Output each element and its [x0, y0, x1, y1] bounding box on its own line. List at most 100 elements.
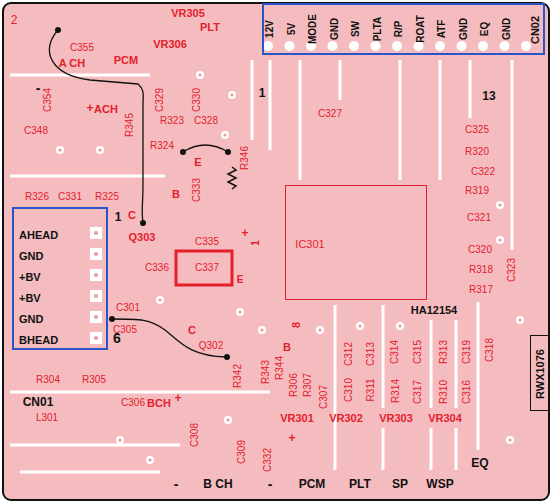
part-label: 2	[11, 14, 18, 26]
part-label: +	[241, 227, 248, 239]
connector-pin	[392, 41, 402, 51]
trace-gap	[511, 60, 514, 250]
resistor-symbol	[228, 167, 236, 189]
wire-end	[224, 354, 230, 360]
pad-hole	[498, 203, 501, 206]
part-label: 1	[115, 211, 122, 223]
part-label: R314	[391, 379, 401, 403]
connector-pin	[90, 311, 102, 323]
pad	[228, 91, 236, 99]
part-label: 1	[259, 87, 266, 99]
connector-pin	[435, 41, 445, 51]
connector-pin	[500, 41, 510, 51]
part-label: B CH	[203, 478, 232, 490]
trace-gap	[334, 305, 337, 470]
connector-pin	[90, 269, 102, 281]
part-label: ACH	[94, 104, 118, 115]
wire-end	[140, 220, 146, 226]
trace-gap	[251, 60, 254, 140]
part-label: C301	[116, 303, 140, 313]
part-label: C310	[344, 378, 354, 402]
part-label: C309	[237, 440, 247, 464]
jumper-wire	[49, 30, 143, 222]
wire-end	[180, 149, 186, 155]
part-label: C323	[507, 258, 517, 282]
pad-hole	[498, 238, 501, 241]
part-label: C317	[413, 380, 423, 404]
part-label: EQ	[471, 457, 488, 469]
trace-gap	[455, 320, 458, 470]
pin-label: IC301	[295, 239, 324, 250]
part-label: C320	[468, 245, 492, 255]
pin-label: GND	[19, 251, 43, 262]
trace-gap	[339, 60, 342, 100]
pad-hole	[158, 298, 161, 301]
trace-gap	[10, 444, 180, 447]
pin-label: BHEAD	[19, 335, 58, 346]
jumper-wire	[183, 145, 228, 152]
trace-gap	[10, 74, 150, 77]
pin-label: R/P	[394, 21, 404, 38]
pad-hole	[226, 418, 229, 421]
part-label: C337	[195, 263, 219, 273]
pin-label: GND	[330, 18, 340, 40]
trace-gap	[10, 391, 270, 394]
part-label: SP	[392, 478, 408, 490]
part-label: -	[268, 477, 273, 491]
part-label: R319	[465, 186, 489, 196]
part-label: 8	[291, 322, 302, 328]
part-label: VR303	[379, 413, 413, 424]
part-label: PCM	[299, 478, 326, 490]
trace-gap	[477, 302, 480, 450]
pad-hole	[98, 148, 101, 151]
part-label: PCM	[114, 55, 138, 66]
wire-end	[55, 27, 61, 33]
connector-header: AHEADGND+BV+BVGNDBHEAD	[12, 207, 108, 350]
pin-label: +BV	[19, 293, 41, 304]
part-label: R305	[82, 375, 106, 385]
solder-pads	[56, 41, 531, 464]
pad	[396, 322, 404, 330]
wire-ends	[55, 27, 231, 360]
part-label: R318	[469, 265, 493, 275]
part-label: R342	[233, 364, 243, 388]
pad-hole	[318, 328, 321, 331]
connector-header: 12V5VMODEGNDSWPLTAR/PROATATFGNDEQGNDCN02	[262, 3, 545, 55]
part-label: R310	[439, 380, 449, 404]
part-label: PLT	[200, 22, 220, 33]
part-label: C329	[155, 88, 165, 112]
part-label: E	[237, 275, 244, 285]
part-label: +	[174, 392, 181, 404]
part-label: Q302	[199, 341, 223, 351]
part-label: C336	[145, 263, 169, 273]
pad-hole	[398, 324, 401, 327]
part-label: VR301	[280, 413, 314, 424]
part-label: L301	[36, 413, 58, 423]
part-label: C306	[121, 398, 145, 408]
pad	[356, 322, 364, 330]
connector-pin	[478, 41, 488, 51]
part-label: R320	[465, 147, 489, 157]
part-label: E	[194, 157, 201, 168]
pin-label: AHEAD	[19, 230, 58, 241]
pad-hole	[223, 133, 226, 136]
pad-holes	[58, 73, 521, 461]
part-label: C314	[390, 340, 400, 364]
board-code-box: RWX1076	[530, 335, 549, 411]
pad	[224, 416, 232, 424]
pad-hole	[148, 458, 151, 461]
pin-label: SW	[351, 21, 361, 37]
trace-gap	[269, 60, 272, 150]
trace-gap	[399, 60, 402, 180]
part-label: A CH	[59, 58, 85, 69]
pad	[116, 436, 124, 444]
jumper-wire	[112, 319, 226, 357]
part-label: B	[172, 189, 180, 200]
pin-label: HA12154	[411, 305, 457, 316]
pad	[506, 436, 514, 444]
part-label: PLT	[349, 478, 371, 490]
pin-label: ATF	[437, 20, 447, 39]
pad-hole	[94, 231, 98, 235]
part-label: R345	[125, 113, 135, 137]
